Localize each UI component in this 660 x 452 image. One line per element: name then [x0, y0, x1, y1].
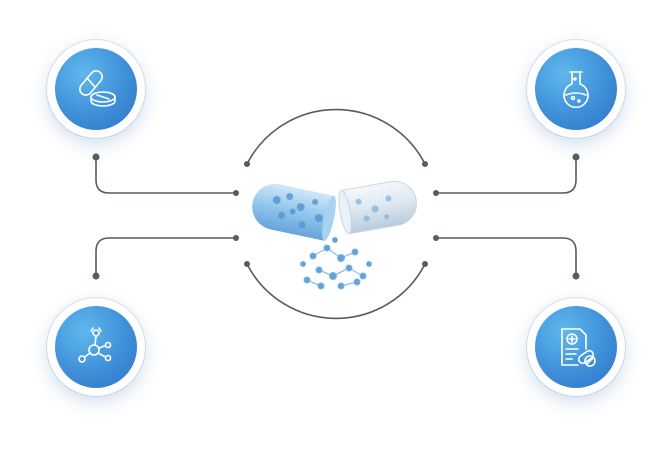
connector-top-right [436, 157, 577, 194]
node-pills [47, 40, 145, 138]
flask-icon [563, 71, 589, 109]
molecule-icon [78, 327, 112, 363]
connector-bottom-right [436, 237, 577, 276]
node-molecule [47, 298, 145, 396]
arc-bottom [246, 263, 426, 320]
connector-bottom-left [95, 237, 236, 276]
open-capsule-icon [245, 168, 425, 298]
pills-icon [79, 70, 116, 107]
arc-top [246, 108, 426, 165]
prescription-icon [561, 328, 596, 367]
connector-top-left [95, 157, 236, 194]
node-flask [527, 40, 625, 138]
node-prescription [527, 298, 625, 396]
